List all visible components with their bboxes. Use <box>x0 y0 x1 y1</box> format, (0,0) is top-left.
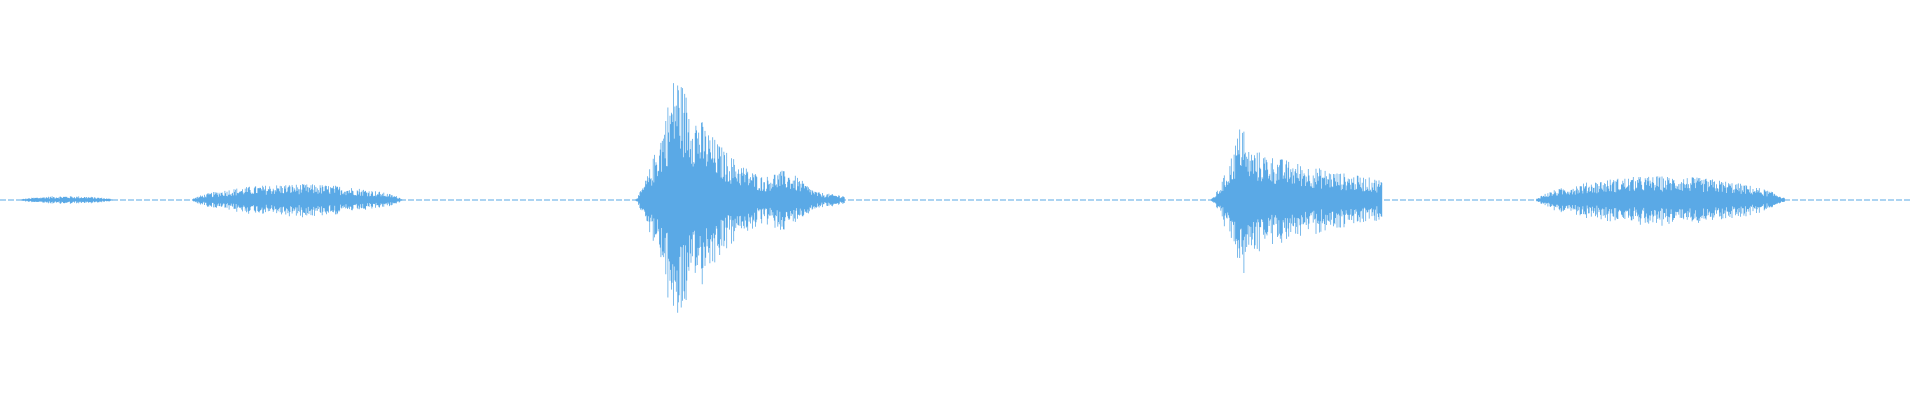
sound-event-1-trace <box>19 196 116 204</box>
sound-event-1 <box>19 196 116 204</box>
sound-event-4 <box>1209 129 1383 273</box>
sound-event-3 <box>633 83 845 313</box>
sound-event-5 <box>1536 176 1786 226</box>
sound-event-2-trace <box>192 184 404 218</box>
sound-event-3-trace <box>633 83 845 313</box>
sound-event-2 <box>192 184 404 218</box>
sound-event-5-trace <box>1536 176 1786 226</box>
sound-event-4-trace <box>1209 129 1383 273</box>
